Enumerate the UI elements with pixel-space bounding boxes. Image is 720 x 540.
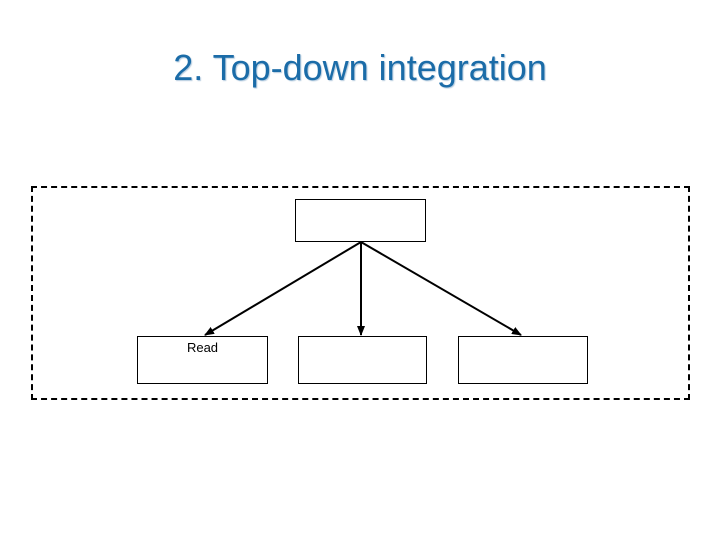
node-root-box[interactable]	[295, 199, 426, 242]
node-right-box[interactable]	[458, 336, 588, 384]
node-read-box[interactable]: Read	[137, 336, 268, 384]
dashed-boundary	[31, 186, 690, 400]
node-read-label: Read	[186, 340, 219, 355]
node-middle-box[interactable]	[298, 336, 427, 384]
page-title: 2. Top-down integration	[173, 47, 547, 88]
